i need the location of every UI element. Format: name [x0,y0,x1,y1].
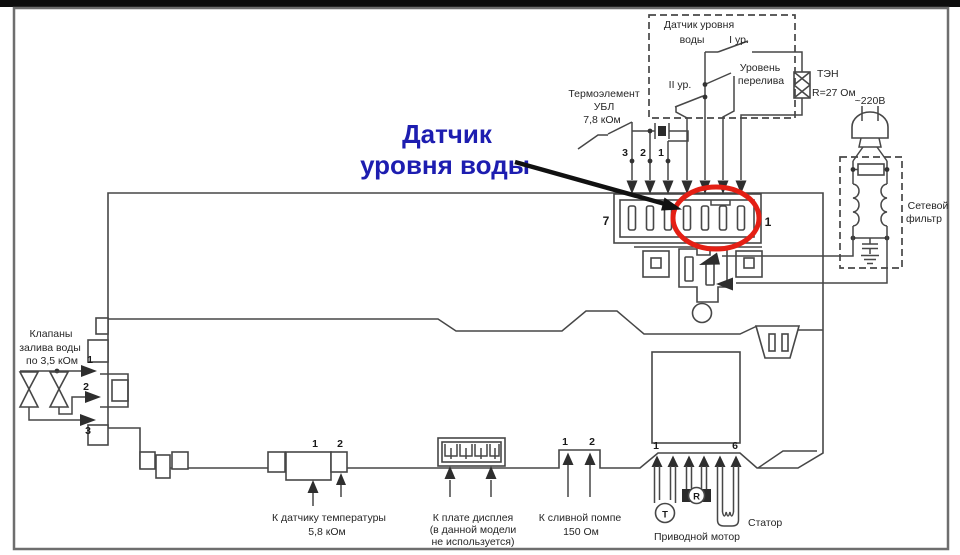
valve-connector-notch [95,317,109,335]
motor-pin-1: 1 [653,440,659,452]
thermo-label1: Термоэлемент [568,88,640,100]
valve-connector-notch [87,339,109,363]
display-connector: К плате дисплея (в данной модели не испо… [430,437,517,548]
pump-label2: 150 Ом [563,526,599,538]
water-level-sensor-circuit: Датчик уровня воды I ур. Уровень перелив… [648,14,803,180]
level-box-title: Датчик уровня [664,19,734,31]
connector-arrows [626,180,747,194]
pump-label1: К сливной помпе [539,512,622,524]
heater-ten: ТЭН R=27 Ом [740,68,856,180]
temp-label1: К датчику температуры [272,512,386,524]
pump-pin-1: 1 [562,436,568,448]
highlight-ellipse [670,184,762,252]
drain-pump: 1 2 К сливной помпе 150 Ом [539,436,622,538]
temp-sensor-connector: 1 2 К датчику температуры 5,8 кОм [267,438,386,538]
stator-label: Статор [748,517,782,529]
motor-pin-6: 6 [732,440,738,452]
mains-filter: Сетевой фильтр [699,156,949,291]
annotation-line2: уровня воды [360,150,530,180]
thermo-label3: 7,8 кОм [583,114,621,126]
tachometer-symbol [654,502,676,524]
motor-driver-block [651,351,741,444]
thermo-pin-1: 1 [658,147,664,159]
filter-coil-right [880,183,888,227]
display-label3: не используется) [431,536,514,548]
filter-label1: Сетевой [908,200,949,212]
valve-pin-1: 1 [87,354,93,366]
board-tab [171,451,189,470]
ground-symbol [861,254,879,265]
overflow-label2: перелива [738,75,784,87]
main-connector-7pin: 7 1 [603,193,772,244]
inlet-valves: Клапаны залива воды по 3,5 кОм 1 2 3 [18,328,101,437]
heater-name: ТЭН [817,68,839,80]
pump-pin-2: 2 [589,436,595,448]
valves-label2: залива воды [19,342,81,354]
connector-pin-7-label: 7 [603,214,610,228]
valve-pin-3: 3 [85,425,91,437]
drive-motor: T R 1 6 Статор Приводной мотор [651,440,782,543]
rotor-symbol [687,486,706,505]
mounting-hole [691,302,713,324]
annotation-line1: Датчик [402,119,493,149]
board-tab [139,451,156,470]
thermo-pin-2: 2 [640,147,646,159]
mains-plug: ~220В [851,95,889,162]
board-tab [155,454,171,479]
thermo-label2: УБЛ [594,101,615,113]
top-border-bar [0,0,960,7]
valve-connector-notch [87,424,109,446]
mains-voltage-label: ~220В [855,95,886,107]
temp-label2: 5,8 кОм [308,526,346,538]
heater-resistance: R=27 Ом [812,87,856,99]
connector-pin-1-label: 1 [765,215,772,229]
display-label2: (в данной модели [430,524,517,536]
tachometer-letter: T [662,510,668,521]
level-box-title2: воды [680,34,705,46]
valves-label1: Клапаны [30,328,73,340]
filter-coil-left [852,183,860,227]
outer-frame [12,6,950,551]
annotation-arrowhead [661,197,682,211]
annotation-arrow [514,159,666,207]
valve-pin-2: 2 [83,381,89,393]
overflow-label: Уровень [740,62,781,74]
temp-pin-1: 1 [312,438,318,450]
stator-symbol [716,466,740,520]
level2-label: II ур. [669,79,692,91]
filter-label2: фильтр [906,213,942,225]
level1-label: I ур. [729,34,749,46]
rotor-letter: R [693,492,700,503]
annotation-callout: Датчик уровня воды [360,119,682,211]
display-label1: К плате дисплея [433,512,513,524]
thermo-element-ubl: Термоэлемент УБЛ 7,8 кОм 3 2 1 [568,88,689,180]
temp-pin-2: 2 [337,438,343,450]
thermo-pin-3: 3 [622,147,628,159]
valves-label3: по 3,5 кОм [26,355,78,367]
motor-label: Приводной мотор [654,531,740,543]
